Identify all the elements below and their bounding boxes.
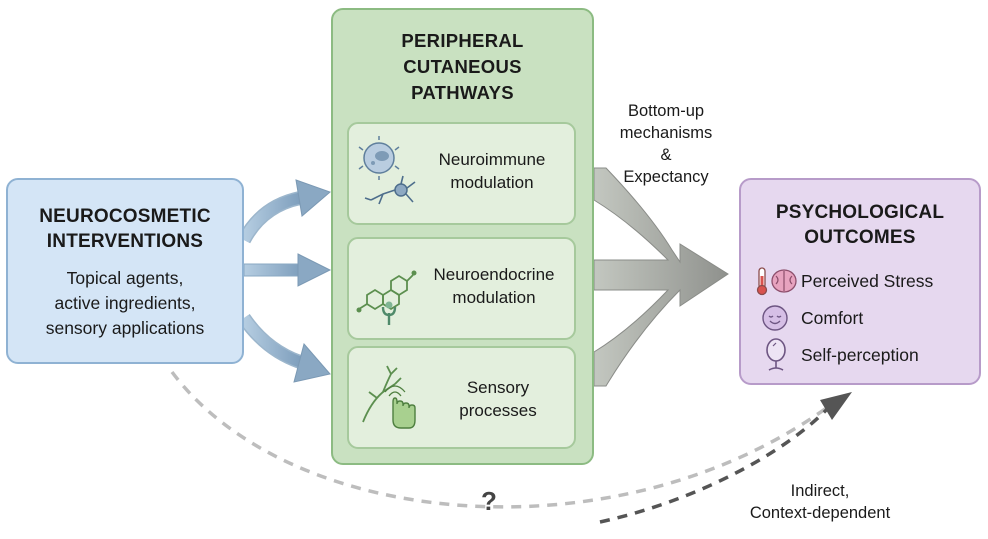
blue-arrow-bottom xyxy=(238,313,331,383)
pathway2-line1: Neuroendocrine xyxy=(433,265,555,284)
pathway1-line2: modulation xyxy=(450,173,534,192)
mechanism-line4: Expectancy xyxy=(623,168,709,186)
indirect-line2: Context-dependent xyxy=(749,504,891,522)
molecule-receptor-icon xyxy=(356,270,417,325)
relaxed-face-icon xyxy=(762,305,788,331)
right-title-line2: OUTCOMES xyxy=(804,227,916,248)
right-box-title: PSYCHOLOGICAL OUTCOMES xyxy=(741,200,979,250)
mechanism-line2: mechanisms xyxy=(619,124,713,142)
dashed-indirect-arrow xyxy=(170,370,852,524)
middle-panel-title: PERIPHERAL CUTANEOUS PATHWAYS xyxy=(333,28,592,106)
right-title-line1: PSYCHOLOGICAL xyxy=(775,202,945,223)
pathway-box-neuroimmune: Neuroimmune modulation xyxy=(347,122,576,225)
outcome-comfort: Comfort xyxy=(801,308,864,328)
pathway3-line1: Sensory xyxy=(466,378,530,397)
psychological-outcomes-box: PSYCHOLOGICAL OUTCOMES Perceived Stress … xyxy=(739,178,981,385)
mechanism-line1: Bottom-up xyxy=(627,102,705,120)
pathway-box-sensory: Sensory processes xyxy=(347,346,576,449)
left-body-line1: Topical agents, xyxy=(66,268,184,288)
mechanism-label: Bottom-up mechanisms & Expectancy xyxy=(600,100,732,188)
pathway2-line2: modulation xyxy=(452,288,536,307)
pathway-box-neuroendocrine: Neuroendocrine modulation xyxy=(347,237,576,340)
pathway-label-neuroendocrine: Neuroendocrine modulation xyxy=(413,263,575,309)
outcome-self-perception: Self-perception xyxy=(801,345,919,365)
left-body-line2: active ingredients, xyxy=(54,293,196,313)
mid-title-line2: CUTANEOUS xyxy=(403,56,522,77)
mid-title-line1: PERIPHERAL xyxy=(401,30,524,51)
immune-cell-neuron-icon xyxy=(358,136,416,205)
left-box-description: Topical agents, active ingredients, sens… xyxy=(8,266,242,341)
thermometer-brain-icon xyxy=(756,267,797,296)
left-title-line1: NEUROCOSMETIC xyxy=(39,206,211,227)
mechanism-line3: & xyxy=(660,146,672,164)
outcome-perceived-stress: Perceived Stress xyxy=(801,271,934,291)
pathway1-line1: Neuroimmune xyxy=(438,150,546,169)
blue-arrow-top xyxy=(237,179,331,244)
indirect-label: Indirect, Context-dependent xyxy=(720,480,920,524)
mid-title-line3: PATHWAYS xyxy=(411,82,514,103)
left-box-title: NEUROCOSMETIC INTERVENTIONS xyxy=(8,204,242,254)
gray-converging-arrow xyxy=(593,167,729,387)
neurocosmetic-interventions-box: NEUROCOSMETIC INTERVENTIONS Topical agen… xyxy=(6,178,244,364)
pathway3-line2: processes xyxy=(459,401,537,420)
blue-arrow-middle xyxy=(243,253,332,287)
question-mark: ? xyxy=(481,486,497,516)
pathway-label-sensory: Sensory processes xyxy=(423,376,573,422)
left-title-line2: INTERVENTIONS xyxy=(46,231,204,252)
mirror-icon xyxy=(766,338,786,371)
nerve-touch-icon xyxy=(362,365,416,429)
indirect-line1: Indirect, xyxy=(790,482,850,500)
pathway-label-neuroimmune: Neuroimmune modulation xyxy=(417,148,567,194)
left-body-line3: sensory applications xyxy=(45,318,205,338)
peripheral-cutaneous-pathways-panel: PERIPHERAL CUTANEOUS PATHWAYS Neuroimmun… xyxy=(331,8,594,465)
